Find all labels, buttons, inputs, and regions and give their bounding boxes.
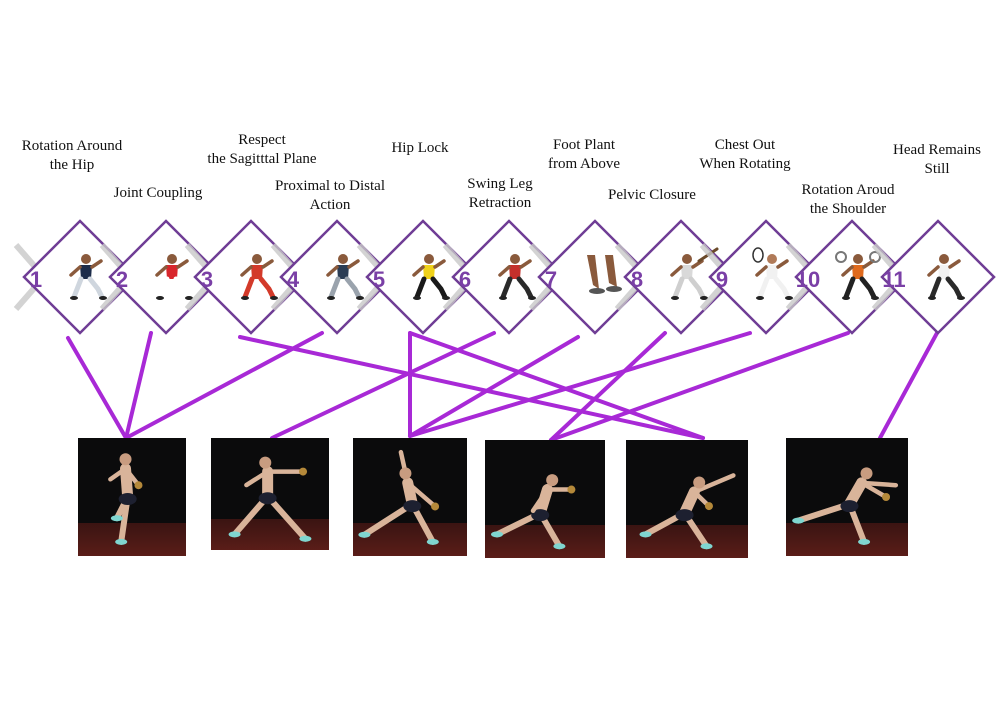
principle-label-10: Rotation Aroud the Shoulder xyxy=(758,181,938,219)
phase-photo-follow-through xyxy=(786,438,908,556)
connection-line xyxy=(408,331,705,440)
principle-label-line: Proximal to Distal xyxy=(275,178,385,194)
principle-label-line: Swing Leg xyxy=(467,176,533,192)
pitcher-figure-icon xyxy=(639,473,736,550)
mound-floor xyxy=(786,522,908,556)
principle-label-line: Joint Coupling xyxy=(113,185,203,201)
phase-photo-stride xyxy=(211,438,329,550)
principle-number: 11 xyxy=(882,267,905,292)
connection-line xyxy=(408,335,580,438)
principle-label-7: Foot Plant from Above xyxy=(494,136,674,174)
principle-label-1: Rotation Around the Hip xyxy=(0,137,162,175)
principle-tile-11: 11 xyxy=(871,219,996,335)
pitcher-figure-icon xyxy=(108,453,143,545)
principle-label-line: When Rotating xyxy=(699,156,791,172)
principle-label-line: Chest Out xyxy=(714,137,776,153)
pitcher-figure-icon xyxy=(228,456,312,542)
sprinter-icon xyxy=(412,254,450,300)
principle-label-line: the Shoulder xyxy=(809,201,887,217)
connection-line xyxy=(66,336,128,440)
principle-label-line: Retraction xyxy=(468,195,532,211)
principle-label-line: Rotation Around xyxy=(21,138,123,154)
connection-line xyxy=(124,331,324,440)
connection-line xyxy=(238,335,705,440)
phase-photo-foot-plant xyxy=(485,440,605,558)
principle-number: 1 xyxy=(30,267,42,292)
mound-floor xyxy=(626,524,748,558)
basketball-player-icon xyxy=(240,254,278,300)
principle-number: 6 xyxy=(459,267,471,292)
tennis-player-icon xyxy=(752,247,793,300)
principle-number: 2 xyxy=(116,267,128,292)
principle-label-line: Foot Plant xyxy=(552,137,616,153)
principle-label-line: Pelvic Closure xyxy=(608,187,696,203)
connection-line xyxy=(124,331,153,440)
pitcher-figure-icon xyxy=(792,467,899,545)
pitcher-figure-icon xyxy=(358,449,440,545)
rugby-runner-icon xyxy=(155,254,193,300)
principle-label-5: Hip Lock xyxy=(330,139,510,158)
phase-photo-acceleration xyxy=(626,440,748,558)
batter-icon xyxy=(670,247,719,300)
principle-number: 9 xyxy=(716,267,728,292)
pitcher-icon xyxy=(326,254,364,300)
connection-line xyxy=(549,331,667,442)
principle-label-line: Hip Lock xyxy=(391,140,449,156)
principle-label-3: Respect the Sagitttal Plane xyxy=(172,131,352,169)
principle-label-8: Pelvic Closure xyxy=(562,186,742,205)
connection-line xyxy=(549,331,850,442)
runner-icon xyxy=(498,254,536,300)
principle-label-line: Rotation Aroud xyxy=(801,182,895,198)
phase-photo-arm-cocking xyxy=(353,438,467,556)
feet-icon xyxy=(587,255,622,294)
boxer-icon xyxy=(927,254,965,300)
connection-line xyxy=(408,331,752,438)
connection-line xyxy=(878,331,939,440)
mound-floor xyxy=(78,522,186,556)
principle-number: 8 xyxy=(631,267,643,292)
football-runner-icon xyxy=(69,254,107,300)
principle-label-line: Action xyxy=(309,197,351,213)
principle-label-line: Respect xyxy=(238,132,286,148)
phase-photo-leg-lift xyxy=(78,438,186,556)
pitcher-figure-icon xyxy=(491,474,576,550)
gymnast-rings-icon xyxy=(835,251,881,300)
principle-label-line: the Hip xyxy=(49,157,95,173)
principle-number: 10 xyxy=(796,267,820,292)
principle-number: 7 xyxy=(545,267,557,292)
principle-label-line: Still xyxy=(924,161,950,177)
principle-label-line: from Above xyxy=(547,156,621,172)
principle-number: 3 xyxy=(201,267,213,292)
principle-label-line: Head Remains xyxy=(893,142,981,158)
principle-label-2: Joint Coupling xyxy=(68,184,248,203)
principle-label-line: the Sagitttal Plane xyxy=(207,151,317,167)
principle-number: 5 xyxy=(373,267,385,292)
principle-number: 4 xyxy=(287,267,300,292)
